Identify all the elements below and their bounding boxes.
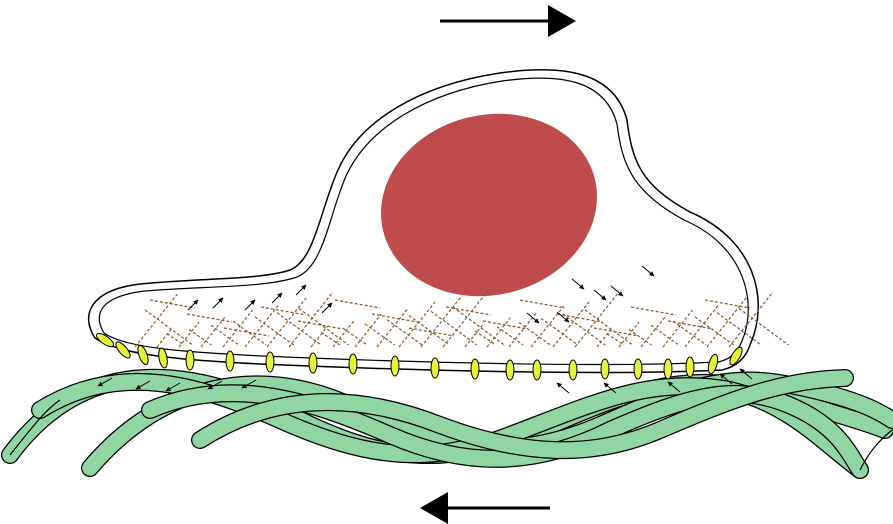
- focal-adhesion: [569, 360, 577, 380]
- focal-adhesion: [186, 350, 194, 370]
- focal-adhesion: [349, 354, 357, 374]
- extracellular-fibers: [10, 378, 892, 470]
- arrow-left-icon: [420, 492, 550, 524]
- force-arrow: [557, 383, 569, 393]
- focal-adhesion: [391, 356, 399, 376]
- focal-adhesion: [634, 359, 642, 379]
- focal-adhesion: [431, 358, 439, 378]
- focal-adhesion: [506, 360, 514, 380]
- focal-adhesion: [266, 352, 274, 372]
- focal-adhesion: [533, 360, 541, 380]
- focal-adhesion: [601, 359, 609, 379]
- focal-adhesion: [471, 359, 479, 379]
- focal-adhesion: [664, 359, 672, 379]
- focal-adhesion: [686, 357, 694, 377]
- focal-adhesion: [309, 353, 317, 373]
- focal-adhesion: [226, 351, 234, 371]
- arrow-right-icon: [440, 5, 576, 37]
